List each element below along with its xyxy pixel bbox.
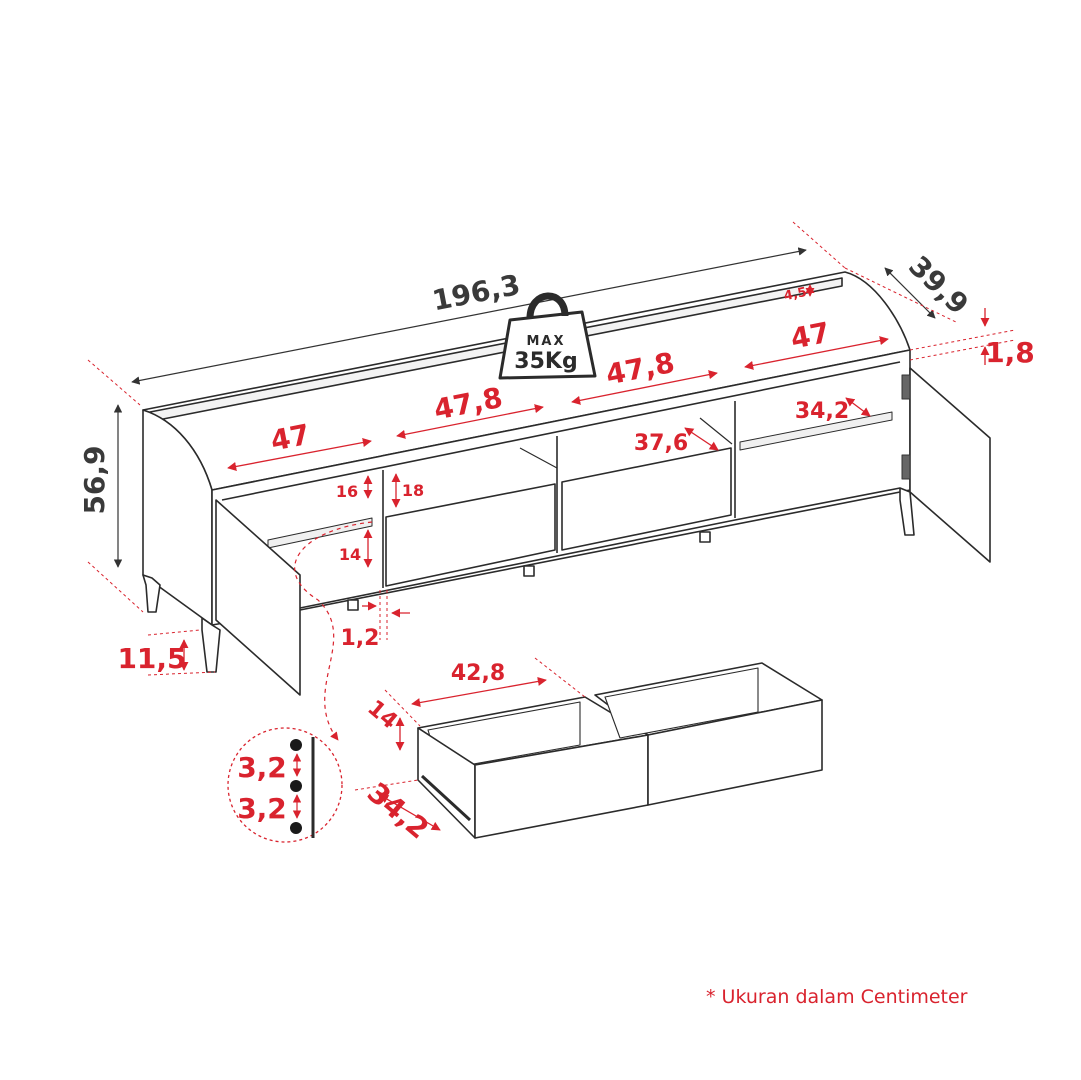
dim-drawer-opening: 18 [402, 481, 424, 500]
drawer-right-inner [604, 667, 759, 739]
shelf-hole-3 [290, 822, 302, 834]
dim-depth: 39,9 [902, 249, 975, 321]
dim-hole-spacing-2: 3,2 [237, 792, 287, 825]
shelf-hole-2 [290, 780, 302, 792]
cabinet-drawer-left [385, 483, 556, 587]
max-load-badge: MAX 35Kg [498, 292, 597, 380]
dim-hole-spacing-1: 3,2 [237, 751, 287, 784]
dim-drawer-width: 42,8 [451, 661, 505, 686]
leg-front-left [201, 617, 221, 673]
weight-icon [498, 310, 597, 380]
left-door [215, 499, 301, 696]
leg-front-right [899, 487, 915, 536]
badge-line2: 35Kg [514, 349, 577, 374]
cabinet-drawer-right [561, 447, 732, 551]
leg-inner-1 [347, 599, 359, 611]
shelf-hole-1 [290, 739, 302, 751]
dimension-lines [87, 221, 1016, 831]
dim-shelf-gap-top: 16 [336, 482, 358, 501]
shelf-hole-detail [227, 727, 343, 843]
leg-back-left [142, 574, 161, 613]
dimension-labels: 196,3 39,9 56,9 47 47,8 47,8 47 4,5 1,8 … [78, 249, 1035, 845]
hinge-bottom [901, 454, 911, 480]
hinge-top [901, 374, 911, 400]
dim-right-inner-depth: 34,2 [795, 399, 849, 424]
dim-height: 56,9 [78, 445, 111, 514]
leg-inner-3 [699, 531, 711, 543]
dim-shelf-gap-bottom: 14 [339, 545, 361, 564]
dim-top-thickness: 1,8 [985, 336, 1035, 369]
drawer-pair [417, 662, 823, 839]
cabinet-inner-top-edge [221, 361, 901, 501]
dim-leg-height: 11,5 [117, 642, 186, 675]
dim-left-compartment: 47 [268, 418, 313, 458]
right-door [909, 367, 991, 563]
dim-middle-inner-depth: 37,6 [634, 431, 688, 456]
leg-inner-2 [523, 565, 535, 577]
dim-panel-gap: 1,2 [341, 626, 380, 651]
dim-total-width: 196,3 [430, 268, 523, 317]
dim-drawer-height: 14 [362, 696, 402, 735]
dim-top-lip: 4,5 [783, 285, 808, 304]
left-shelf [267, 517, 373, 549]
units-note: * Ukuran dalam Centimeter [706, 986, 968, 1008]
drawer-right-front [647, 699, 823, 806]
right-shelf [739, 411, 893, 451]
cabinet-bottom-edge [299, 487, 901, 609]
drawer-rail [420, 774, 472, 822]
dim-right-compartment: 47 [788, 316, 833, 356]
badge-line1: MAX [526, 334, 565, 349]
